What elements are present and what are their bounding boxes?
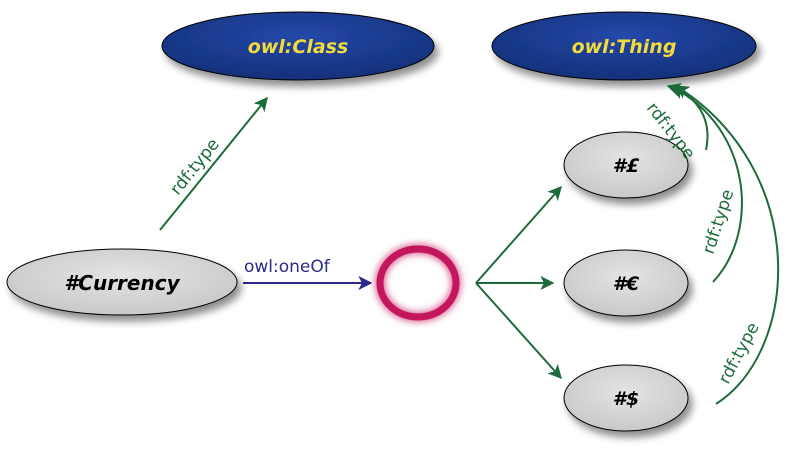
node-dollar: #$ bbox=[563, 364, 689, 432]
edge-one-of: owl:oneOf bbox=[243, 257, 373, 290]
node-pound-label: #£ bbox=[613, 155, 640, 177]
edge-dollar-type-label: rdf:type bbox=[715, 319, 764, 387]
edge-currency-type: rdf:type bbox=[159, 96, 268, 231]
node-owl-thing: owl:Thing bbox=[491, 11, 757, 81]
node-owl-thing-label: owl:Thing bbox=[572, 36, 677, 58]
node-owl-class-label: owl:Class bbox=[248, 36, 349, 58]
node-pound: #£ bbox=[563, 131, 689, 199]
node-currency: #Currency bbox=[6, 248, 238, 316]
edge-dollar-type: rdf:type bbox=[674, 85, 780, 405]
node-euro-label: #€ bbox=[613, 273, 640, 295]
node-owl-class: owl:Class bbox=[161, 11, 435, 81]
node-euro: #€ bbox=[563, 249, 689, 317]
list-blank-node bbox=[376, 245, 460, 321]
node-currency-label: #Currency bbox=[64, 271, 180, 295]
edge-one-of-label: owl:oneOf bbox=[244, 257, 331, 277]
edge-euro-type: rdf:type bbox=[670, 86, 743, 283]
edge-list-members bbox=[475, 185, 562, 380]
edge-currency-type-label: rdf:type bbox=[166, 135, 223, 199]
edge-euro-type-label: rdf:type bbox=[699, 187, 739, 256]
node-dollar-label: #$ bbox=[613, 388, 639, 410]
